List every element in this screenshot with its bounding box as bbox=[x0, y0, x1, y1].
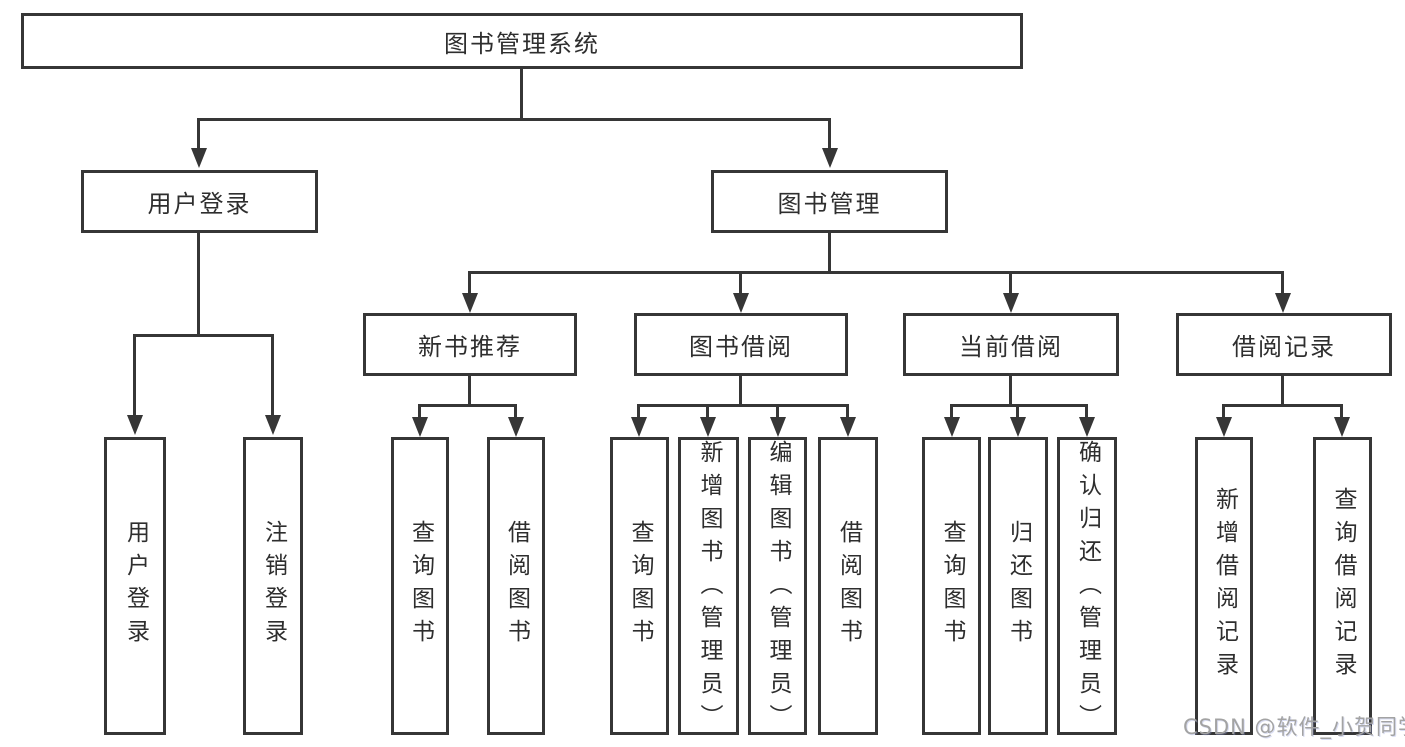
connector-bookmgmt-stub4 bbox=[1281, 271, 1284, 295]
arrow-down-icon bbox=[840, 417, 856, 437]
arrow-down-icon bbox=[265, 415, 281, 435]
node-system-root: 图书管理系统 bbox=[21, 13, 1023, 69]
node-new-book-rec: 新书推荐 bbox=[363, 313, 577, 376]
arrow-down-icon bbox=[1334, 417, 1350, 437]
arrow-down-icon bbox=[191, 148, 207, 168]
leaf-bb-add-books: 新增图书（管理员） bbox=[678, 437, 739, 737]
connector-cb-stub1 bbox=[950, 404, 953, 418]
connector-root-stub-left bbox=[197, 118, 200, 150]
connector-rec-hline bbox=[419, 404, 517, 407]
leaf-br-add-record: 新增借阅记录 bbox=[1195, 437, 1253, 735]
leaf-cb-confirm-return: 确认归还（管理员） bbox=[1057, 437, 1117, 737]
connector-bb-stub3 bbox=[776, 404, 779, 418]
arrow-down-icon bbox=[944, 417, 960, 437]
leaf-rec-borrow-books: 借阅图书 bbox=[487, 437, 545, 735]
leaf-user-login: 用户登录 bbox=[104, 437, 166, 735]
arrow-down-icon bbox=[1010, 417, 1026, 437]
arrow-down-icon bbox=[1079, 417, 1095, 437]
csdn-watermark: CSDN @软件_小贺同学 bbox=[1183, 715, 1405, 739]
arrow-down-icon bbox=[770, 417, 786, 437]
connector-br-hline bbox=[1223, 404, 1343, 407]
connector-bb-stub2 bbox=[706, 404, 709, 418]
node-borrow-records: 借阅记录 bbox=[1176, 313, 1392, 376]
connector-bookmgmt-stub2 bbox=[739, 271, 742, 295]
connector-userlogin-stub2 bbox=[271, 334, 274, 415]
arrow-down-icon bbox=[412, 417, 428, 437]
leaf-bb-query-books: 查询图书 bbox=[610, 437, 669, 735]
connector-cb-vline bbox=[1009, 376, 1012, 406]
arrow-down-icon bbox=[631, 417, 647, 437]
leaf-br-query-record: 查询借阅记录 bbox=[1313, 437, 1372, 735]
arrow-down-icon bbox=[127, 415, 143, 435]
node-current-borrow: 当前借阅 bbox=[903, 313, 1119, 376]
connector-cb-stub2 bbox=[1016, 404, 1019, 418]
leaf-cb-return-books: 归还图书 bbox=[988, 437, 1048, 735]
connector-br-stub1 bbox=[1222, 404, 1225, 418]
arrow-down-icon bbox=[700, 417, 716, 437]
connector-userlogin-stub1 bbox=[133, 334, 136, 415]
connector-bb-stub1 bbox=[637, 404, 640, 418]
leaf-cb-query-books: 查询图书 bbox=[922, 437, 981, 735]
connector-bookmgmt-hline bbox=[469, 271, 1283, 274]
connector-br-stub2 bbox=[1340, 404, 1343, 418]
connector-rec-vline bbox=[468, 376, 471, 406]
arrow-down-icon bbox=[822, 148, 838, 168]
arrow-down-icon bbox=[1275, 293, 1291, 313]
leaf-bb-edit-books: 编辑图书（管理员） bbox=[748, 437, 807, 737]
leaf-bb-borrow-books: 借阅图书 bbox=[818, 437, 878, 735]
node-book-borrow: 图书借阅 bbox=[634, 313, 848, 376]
node-user-login: 用户登录 bbox=[81, 170, 318, 233]
arrow-down-icon bbox=[1003, 293, 1019, 313]
connector-root-hline bbox=[198, 118, 831, 121]
connector-rec-stub2 bbox=[514, 404, 517, 418]
arrow-down-icon bbox=[508, 417, 524, 437]
connector-root-stub-right bbox=[828, 118, 831, 150]
connector-br-vline bbox=[1281, 376, 1284, 406]
leaf-rec-query-books: 查询图书 bbox=[391, 437, 449, 735]
connector-rec-stub1 bbox=[418, 404, 421, 418]
connector-bb-stub4 bbox=[846, 404, 849, 418]
arrow-down-icon bbox=[733, 293, 749, 313]
connector-bb-vline bbox=[739, 376, 742, 406]
arrow-down-icon bbox=[1216, 417, 1232, 437]
arrow-down-icon bbox=[462, 293, 478, 313]
connector-bookmgmt-stub3 bbox=[1009, 271, 1012, 295]
connector-cb-stub3 bbox=[1085, 404, 1088, 418]
connector-userlogin-hline bbox=[134, 334, 274, 337]
connector-bookmgmt-vline bbox=[828, 233, 831, 273]
leaf-logout: 注销登录 bbox=[243, 437, 303, 735]
connector-userlogin-vline bbox=[197, 233, 200, 336]
connector-bookmgmt-stub1 bbox=[468, 271, 471, 295]
connector-root-vline bbox=[520, 69, 523, 120]
node-book-mgmt: 图书管理 bbox=[711, 170, 948, 233]
connector-bb-hline bbox=[638, 404, 848, 407]
